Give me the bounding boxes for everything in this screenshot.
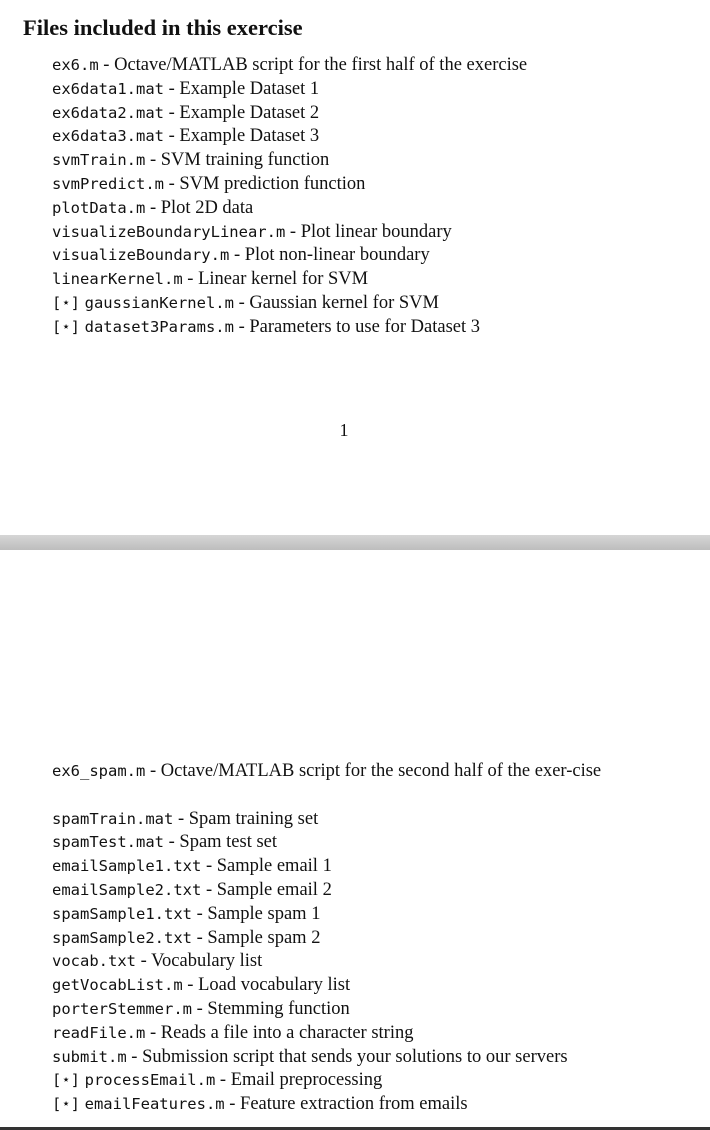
file-name: emailSample1.txt (52, 857, 202, 876)
file-description: Sample email 1 (216, 856, 332, 877)
file-name: ex6.m (52, 56, 99, 74)
file-list-item: visualizeBoundaryLinear.m - Plot linear … (52, 221, 452, 242)
file-list-item: svmTrain.m - SVM training function (52, 150, 330, 171)
file-list-item-starred: [⋆] gaussianKernel.m - Gaussian kernel f… (52, 292, 439, 313)
document-page-2 (0, 550, 710, 1127)
file-name: ex6data3.mat (52, 127, 164, 146)
file-list-item: visualizeBoundary.m - Plot non-linear bo… (52, 245, 430, 266)
file-name: spamTest.mat (52, 833, 164, 852)
file-description: Spam test set (179, 832, 278, 853)
file-name: porterStemmer.m (52, 999, 192, 1018)
file-name: readFile.m (52, 1023, 146, 1042)
file-list-item: porterStemmer.m - Stemming function (52, 998, 350, 1019)
file-list-item: ex6data3.mat - Example Dataset 3 (52, 126, 320, 147)
file-description: Load vocabulary list (198, 975, 351, 996)
file-name: getVocabList.m (52, 976, 183, 995)
file-list-item: spamTrain.mat - Spam training set (52, 808, 319, 829)
file-description: Example Dataset 3 (179, 126, 320, 147)
file-list-item: getVocabList.m - Load vocabulary list (52, 975, 351, 996)
file-name: ex6data1.mat (52, 79, 164, 98)
file-name: vocab.txt (52, 952, 136, 971)
file-name: visualizeBoundaryLinear.m (52, 222, 286, 241)
file-list-item-starred: [⋆] dataset3Params.m - Parameters to use… (52, 316, 481, 337)
file-name: plotData.m (52, 198, 146, 217)
file-description: Octave/MATLAB script for the second half… (160, 761, 602, 781)
file-description: Sample spam 1 (207, 903, 321, 924)
file-list-item: spamSample2.txt - Sample spam 2 (52, 927, 321, 948)
file-list-item: linearKernel.m - Linear kernel for SVM (52, 269, 369, 290)
file-name: spamSample2.txt (52, 928, 192, 947)
file-list-item: ex6data1.mat - Example Dataset 1 (52, 78, 320, 99)
file-list-item: spamSample1.txt - Sample spam 1 (52, 903, 321, 924)
file-list-item-starred: [⋆] emailFeatures.m - Feature extraction… (52, 1094, 468, 1115)
file-name: spamSample1.txt (52, 904, 192, 923)
file-name: svmPredict.m (52, 174, 164, 193)
file-list-item: ex6data2.mat - Example Dataset 2 (52, 102, 320, 123)
file-description: SVM training function (160, 150, 330, 171)
file-description: Example Dataset 1 (179, 78, 320, 99)
file-description: Gaussian kernel for SVM (249, 292, 439, 313)
file-description: Example Dataset 2 (179, 102, 320, 123)
file-description: Linear kernel for SVM (198, 269, 369, 290)
starred-marker: [⋆] (52, 317, 80, 336)
file-description: Octave/MATLAB script for the first half … (114, 55, 528, 75)
starred-marker: [⋆] (52, 1071, 80, 1090)
file-name: gaussianKernel.m (84, 293, 234, 312)
file-name: processEmail.m (84, 1071, 216, 1090)
starred-marker: [⋆] (52, 293, 80, 312)
file-name: emailFeatures.m (84, 1095, 225, 1114)
document-page-1: Files included in this exercise ex6.m - … (0, 0, 710, 535)
page-bottom-edge (0, 1127, 710, 1130)
file-description: Plot non-linear boundary (244, 245, 430, 266)
file-description: Sample email 2 (216, 879, 332, 900)
file-list-part-2: ex6_spam.m - Octave/MATLAB script for th… (52, 760, 667, 1117)
file-list-item: spamTest.mat - Spam test set (52, 832, 278, 853)
file-description: Email preprocessing (230, 1070, 383, 1091)
file-name: emailSample2.txt (52, 880, 202, 899)
file-description: Vocabulary list (151, 951, 263, 972)
file-description: Submission script that sends your soluti… (142, 1046, 568, 1067)
file-name: submit.m (52, 1047, 127, 1066)
file-list-item: submit.m - Submission script that sends … (52, 1046, 568, 1067)
section-heading: Files included in this exercise (23, 15, 303, 40)
file-name: visualizeBoundary.m (52, 246, 230, 265)
file-list-part-1: ex6.m - Octave/MATLAB script for the fir… (52, 54, 527, 340)
file-list-item: emailSample1.txt - Sample email 1 (52, 856, 332, 877)
file-name: ex6data2.mat (52, 103, 164, 122)
file-description: Spam training set (188, 808, 319, 829)
file-description: Parameters to use for Dataset 3 (249, 316, 481, 337)
starred-marker: [⋆] (52, 1095, 80, 1114)
file-description: Sample spam 2 (207, 927, 321, 948)
file-description: Plot 2D data (160, 197, 254, 218)
file-list-item: vocab.txt - Vocabulary list (52, 951, 263, 972)
file-list-item: emailSample2.txt - Sample email 2 (52, 879, 332, 900)
page-separator (0, 535, 710, 550)
file-description: SVM prediction function (179, 173, 366, 194)
file-list-item: ex6_spam.m - Octave/MATLAB script for th… (52, 761, 602, 781)
file-list-item: readFile.m - Reads a file into a charact… (52, 1022, 414, 1043)
file-name: svmTrain.m (52, 151, 146, 170)
file-list-item: plotData.m - Plot 2D data (52, 197, 254, 218)
file-name: spamTrain.mat (52, 809, 174, 828)
page-number: 1 (339, 420, 349, 440)
file-list-item-starred: [⋆] processEmail.m - Email preprocessing (52, 1070, 383, 1091)
file-description: Plot linear boundary (300, 221, 452, 242)
file-name: linearKernel.m (52, 270, 183, 289)
file-list-item: svmPredict.m - SVM prediction function (52, 173, 366, 194)
file-name: dataset3Params.m (84, 317, 234, 336)
file-description: Reads a file into a character string (160, 1022, 414, 1043)
file-description: Stemming function (207, 998, 350, 1019)
file-description: Feature extraction from emails (240, 1094, 468, 1115)
file-list-item: ex6.m - Octave/MATLAB script for the fir… (52, 55, 528, 75)
file-name: ex6_spam.m (52, 762, 146, 780)
